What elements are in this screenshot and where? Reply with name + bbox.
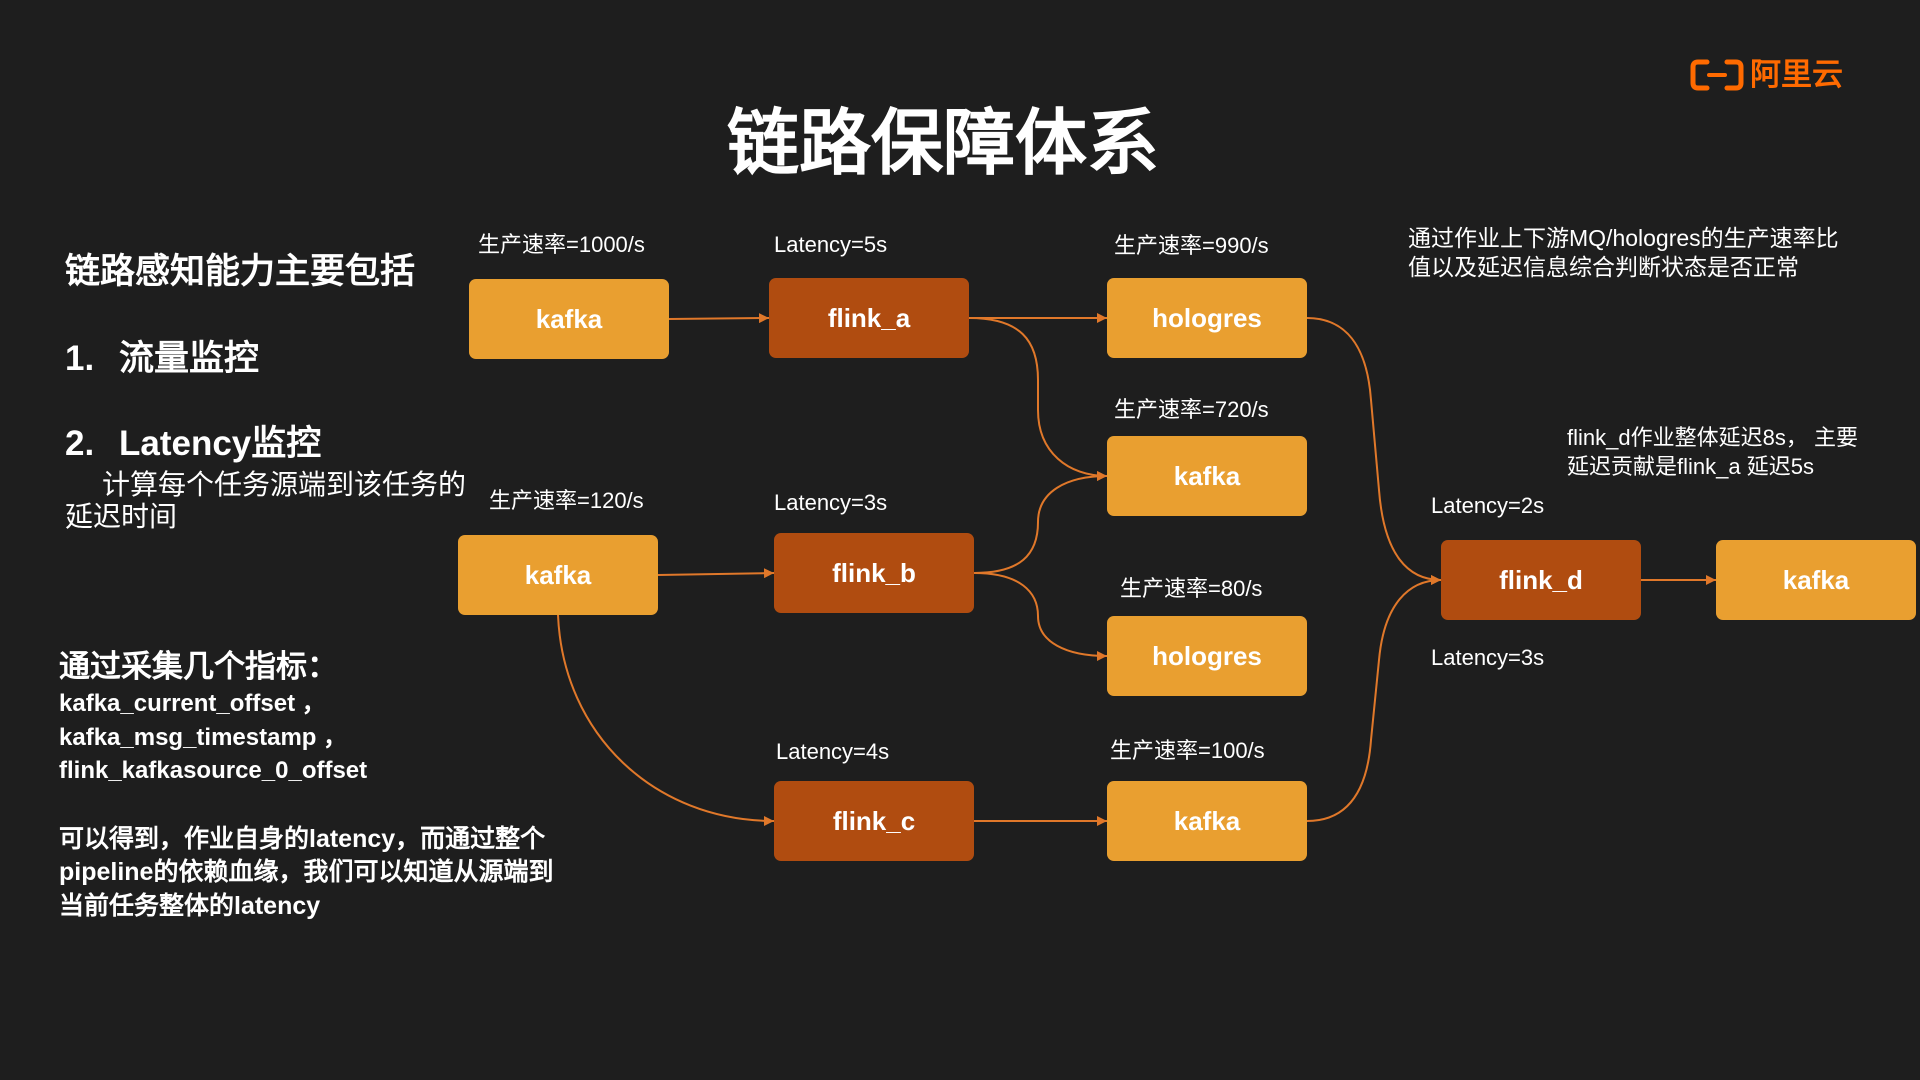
node-kafka-1: kafka [469,279,669,359]
rate-label-hologres-1: 生产速率=990/s [1114,233,1269,258]
item-1-label: 流量监控 [119,339,260,378]
node-label: flink_d [1499,564,1583,595]
edge-kafka-4-to-flink-d [1306,575,1442,822]
node-flink-c: flink_c [774,781,974,861]
aliyun-logo: 阿里云 [1690,56,1843,94]
metric-item: flink_kafkasource_0_offset [59,757,368,784]
rate-compare-note-line: 值以及延迟信息综合判断状态是否正常 [1408,254,1799,280]
rate-label-hologres-2: 生产速率=80/s [1120,576,1263,601]
flink-d-latency-note-line: 延迟贡献是flink_a 延迟5s [1567,454,1814,479]
node-label: flink_a [827,302,911,333]
rate-label-kafka-2: 生产速率=720/s [1114,397,1269,422]
latency-label-flink-c: Latency=4s [776,739,890,764]
node-kafka-5: kafka [1716,540,1916,620]
aliyun-bracket-icon [1690,59,1744,91]
node-label: flink_b [832,557,916,588]
node-label: kafka [524,559,592,590]
node-kafka-4: kafka [1107,781,1307,861]
node-label: kafka [1173,460,1241,491]
item-2-description-line: 计算每个任务源端到该任务的 [102,469,467,500]
rate-label-kafka-1: 生产速率=1000/s [478,232,645,257]
node-kafka-3: kafka [458,535,658,615]
edge-flink-b-to-kafka-2 [973,471,1108,574]
node-flink-a: flink_a [769,278,969,358]
rate-label-kafka-3: 生产速率=120/s [489,488,644,513]
edge-flink-b-to-hologres-2 [973,572,1108,661]
metric-item: kafka_msg_timestamp ， [59,724,348,751]
item-2-number: 2. [65,424,95,463]
capability-heading: 链路感知能力主要包括 [65,252,416,291]
node-hologres-2: hologres [1107,616,1307,696]
node-label: hologres [1152,302,1262,333]
edge-kafka-1-to-flink-a [668,313,770,324]
rate-label-kafka-4: 生产速率=100/s [1110,738,1265,763]
node-kafka-2: kafka [1107,436,1307,516]
latency-label-flink-d-upper: Latency=2s [1431,493,1545,518]
edge-flink-a-to-kafka-2 [968,317,1108,481]
item-2-label: Latency监控 [119,424,322,463]
latency-label-flink-d-lower: Latency=3s [1431,645,1545,670]
node-hologres-1: hologres [1107,278,1307,358]
rate-compare-note-line: 通过作业上下游MQ/hologres的生产速率比 [1408,225,1839,251]
node-label: kafka [535,303,603,334]
conclusion-line: pipeline的依赖血缘，我们可以知道从源端到 [59,858,554,886]
metric-item: kafka_current_offset ， [59,690,326,717]
item-2-description-line: 延迟时间 [65,501,178,532]
conclusion-line: 可以得到，作业自身的latency，而通过整个 [59,825,546,853]
node-flink-b: flink_b [774,533,974,613]
latency-label-flink-b: Latency=3s [774,490,888,515]
item-1-number: 1. [65,339,95,378]
edge-kafka-3-to-flink-b [657,568,775,579]
logo-text: 阿里云 [1750,57,1843,92]
conclusion-line: 当前任务整体的latency [59,892,321,920]
node-label: kafka [1782,564,1850,595]
latency-label-flink-a: Latency=5s [774,232,888,257]
node-flink-d: flink_d [1441,540,1641,620]
edge-hologres-1-to-flink-d [1306,317,1442,585]
node-label: flink_c [832,805,916,836]
metrics-heading: 通过采集几个指标： [59,649,338,684]
flink-d-latency-note-line: flink_d作业整体延迟8s， 主要 [1567,425,1858,450]
page-title: 链路保障体系 [727,104,1160,184]
edge-kafka-3-to-flink-c [557,614,775,826]
node-label: kafka [1173,805,1241,836]
node-label: hologres [1152,640,1262,671]
